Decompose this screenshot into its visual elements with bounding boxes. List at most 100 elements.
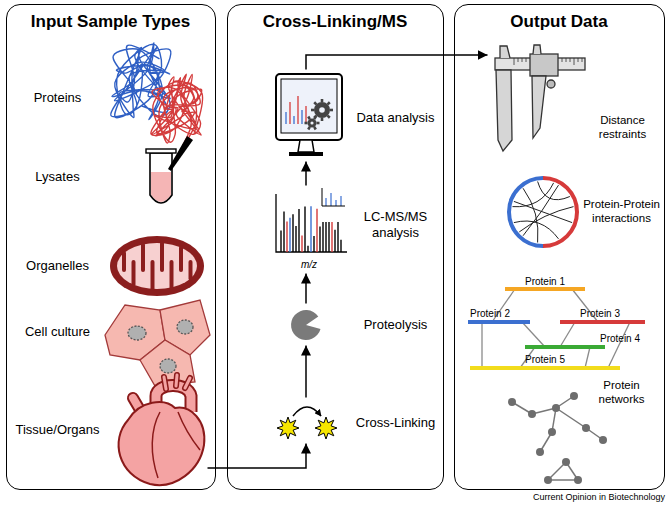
computer-monitor — [321, 99, 324, 102]
computer-monitor — [289, 102, 290, 124]
crosslink-map — [585, 347, 590, 368]
mass-spectrum — [289, 218, 290, 252]
mass-spectrum — [328, 222, 329, 252]
caliper — [582, 58, 583, 62]
flow-arrow — [305, 274, 307, 304]
sample-label: Tissue/Organs — [13, 422, 103, 438]
heart — [164, 375, 190, 389]
protein-label: Protein 5 — [525, 354, 565, 365]
crosslink-map — [482, 289, 630, 368]
heart — [152, 412, 200, 478]
panel-heading: Output Data — [458, 12, 661, 32]
interaction-circle — [538, 181, 570, 199]
caliper — [496, 70, 512, 151]
workflow-step: Cross-Linking — [268, 398, 441, 444]
crosslink-map — [505, 287, 585, 291]
interaction-circle — [512, 183, 553, 207]
sample-label: Cell culture — [13, 324, 103, 340]
computer-monitor — [293, 116, 294, 124]
computer-monitor — [308, 127, 310, 130]
network-graph — [508, 392, 607, 484]
caliper — [500, 46, 510, 58]
credit-text: Current Opinion in Biotechnology — [533, 493, 665, 503]
interaction-circle — [523, 185, 558, 236]
workflow-step: Data analysis — [268, 70, 441, 162]
caliper — [495, 45, 585, 151]
caliper — [530, 54, 558, 76]
mass-spectrum — [330, 193, 331, 206]
computer-monitor — [298, 140, 314, 152]
mitochondrion — [160, 243, 164, 270]
computer-monitor — [301, 110, 302, 124]
sample-label: Organelles — [13, 258, 103, 274]
mass-spectrum — [316, 209, 317, 252]
cell-culture — [128, 326, 146, 340]
mitochondrion — [151, 262, 155, 289]
mass-spectrum — [337, 222, 338, 252]
workflow-step: LC-MS/MS analysis — [268, 186, 441, 274]
computer-monitor — [297, 96, 298, 124]
flow-arrow — [306, 55, 488, 70]
crosslink-map — [560, 320, 645, 324]
protein-structure — [111, 43, 171, 120]
network-graph — [508, 392, 607, 484]
interaction-circle — [509, 178, 577, 246]
crosslink-map — [522, 322, 545, 347]
network-graph — [570, 392, 578, 400]
mass-spectrum — [331, 222, 332, 252]
crosslink-map — [468, 320, 530, 324]
protease-icon — [291, 310, 320, 340]
computer-monitor — [305, 122, 308, 125]
mitochondrion — [117, 243, 197, 289]
workflow-step: Proteolysis — [268, 304, 441, 346]
caliper — [570, 58, 571, 62]
interaction-circle — [519, 207, 573, 232]
mass-spectrum — [319, 227, 320, 252]
step-label: LC-MS/MS analysis — [353, 209, 439, 240]
cell-culture — [177, 320, 193, 334]
mitochondrion — [141, 244, 145, 270]
output-item: Protein-Protein interactions — [500, 172, 663, 254]
output-item: Protein networks — [462, 268, 663, 486]
mass-spectrum — [325, 198, 326, 206]
network-graph — [528, 410, 536, 418]
protease-icon — [291, 310, 320, 340]
computer-monitor — [308, 119, 317, 128]
interaction-circle — [514, 221, 559, 239]
computer-monitor — [314, 127, 316, 130]
sample-item: Lysates — [12, 158, 210, 212]
crosslink-map — [525, 345, 605, 349]
protein-label: Protein 2 — [470, 308, 510, 319]
computer-monitor — [310, 121, 313, 124]
caliper — [574, 58, 575, 65]
computer-monitor — [305, 106, 306, 124]
caliper — [578, 58, 579, 62]
network-graph — [574, 476, 582, 484]
mass-spectrum — [340, 240, 341, 252]
panel: ProteinsLysatesOrganellesCell cultureTis… — [6, 4, 216, 490]
protein-structure — [111, 43, 203, 146]
crosslink-map — [608, 322, 630, 368]
mass-spectrum — [310, 206, 311, 252]
interaction-circle — [509, 178, 543, 246]
mass-spectrum — [304, 206, 305, 252]
mass-spectrum — [280, 230, 281, 252]
cell-culture — [105, 300, 210, 386]
computer-monitor — [330, 109, 333, 112]
cell-culture — [160, 359, 176, 373]
heart — [164, 375, 190, 389]
interaction-circle — [543, 178, 577, 246]
lysate-tube — [146, 136, 193, 203]
output-label: Distance restraints — [584, 114, 662, 142]
panel-heading: Cross-Linking/MS — [231, 12, 440, 32]
computer-monitor — [314, 117, 316, 120]
interaction-circle — [514, 201, 572, 222]
crosslink-map — [481, 322, 482, 368]
output-item: Distance restraints — [488, 40, 664, 155]
caliper — [518, 58, 519, 62]
computer-monitor — [276, 74, 342, 156]
protein-structure — [151, 74, 203, 146]
